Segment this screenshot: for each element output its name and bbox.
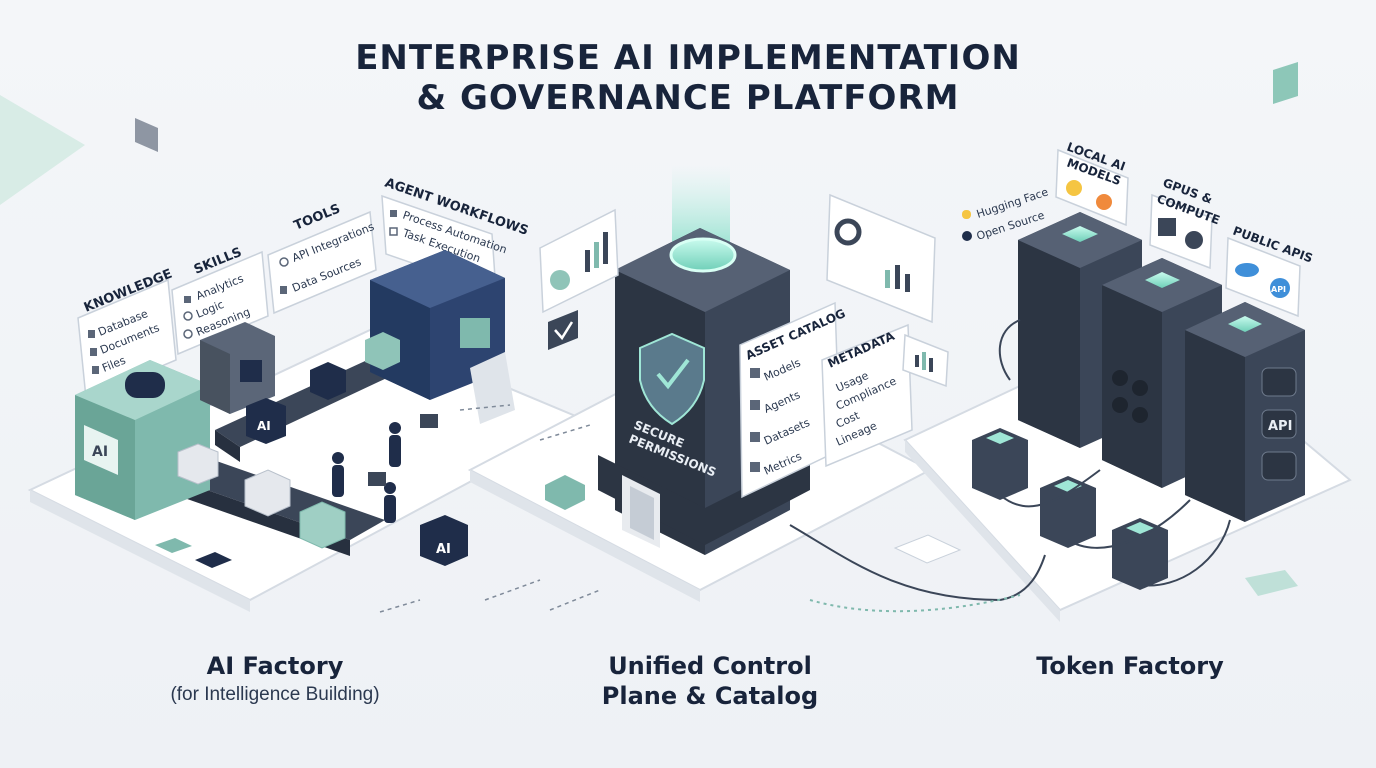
glow-pad bbox=[669, 237, 737, 273]
fan-icon bbox=[1185, 231, 1203, 249]
decor-shape bbox=[135, 118, 158, 152]
cube-item: AI AI bbox=[155, 332, 468, 568]
dataset-icon bbox=[750, 432, 760, 442]
agent-workflow-building bbox=[370, 250, 515, 424]
api-badge-label: API bbox=[1271, 285, 1286, 294]
control-plane-title-line-2: Plane & Catalog bbox=[601, 682, 819, 710]
process-icon bbox=[390, 210, 397, 217]
flow-arrows bbox=[379, 404, 601, 613]
cube-ai-label: AI bbox=[257, 419, 271, 433]
metrics-dashboard bbox=[902, 333, 949, 388]
ai-factory-subtitle: (for Intelligence Building) bbox=[170, 684, 380, 705]
token-factory-title: Token Factory bbox=[1036, 652, 1224, 680]
check-icon bbox=[656, 358, 690, 390]
lightbulb-icon bbox=[183, 311, 193, 321]
ai-factory-title: AI Factory bbox=[206, 652, 344, 680]
module-block bbox=[545, 475, 585, 510]
cloud-icon bbox=[1261, 367, 1297, 397]
public-apis-tag: PUBLIC APIS API bbox=[1225, 224, 1315, 318]
connection-cable bbox=[789, 524, 1046, 613]
tools-card: TOOLS API Integrations Data Sources bbox=[267, 202, 377, 315]
brain-icon bbox=[183, 329, 193, 339]
analytics-dashboard bbox=[539, 208, 619, 314]
check-icon bbox=[554, 321, 574, 341]
analytics-icon bbox=[184, 296, 191, 303]
platform-edge bbox=[905, 440, 1060, 622]
report-dashboard bbox=[826, 193, 936, 324]
hugging-face-icon bbox=[1066, 180, 1082, 196]
gpus-tag: GPUS & COMPUTE bbox=[1149, 176, 1222, 270]
platform-edge bbox=[30, 490, 250, 612]
file-icon bbox=[92, 366, 99, 374]
hugging-face-icon bbox=[962, 210, 971, 219]
cube-ai-label: AI bbox=[436, 542, 451, 557]
decor-shape bbox=[1273, 62, 1298, 104]
github-icon bbox=[962, 231, 972, 241]
decor-shape bbox=[0, 95, 85, 205]
control-plane-title-line-1: Unified Control bbox=[608, 652, 812, 680]
check-card bbox=[548, 310, 578, 350]
gpu-chip-icon bbox=[1158, 218, 1176, 236]
ai-box-label: AI bbox=[92, 444, 108, 460]
server-api-label: API bbox=[1268, 419, 1292, 434]
gear-icon bbox=[279, 257, 289, 267]
worker-figure bbox=[332, 414, 438, 523]
database-icon bbox=[88, 330, 95, 338]
token-factory-caption: Token Factory bbox=[990, 652, 1270, 680]
cloud-icon bbox=[1235, 263, 1259, 277]
agent-icon bbox=[750, 400, 760, 410]
title-line-2: & GOVERNANCE PLATFORM bbox=[416, 78, 960, 118]
database-icon bbox=[125, 372, 165, 398]
data-source-icon bbox=[280, 286, 287, 294]
token-unit bbox=[972, 428, 1168, 590]
ai-box-building: AI bbox=[75, 360, 210, 520]
control-plane-caption: Unified Control Plane & Catalog bbox=[560, 652, 860, 710]
processing-unit bbox=[200, 322, 275, 414]
skills-card: SKILLS Analytics Logic Reasoning bbox=[171, 245, 269, 356]
llama-icon bbox=[1096, 194, 1112, 210]
checkbox-icon bbox=[389, 227, 398, 236]
local-models-tag: LOCAL AI MODELS bbox=[1055, 140, 1129, 227]
ai-factory-caption: AI Factory (for Intelligence Building) bbox=[130, 652, 420, 706]
document-icon bbox=[90, 348, 97, 356]
title-line-1: ENTERPRISE AI IMPLEMENTATION bbox=[355, 38, 1021, 78]
openai-icon bbox=[1261, 451, 1297, 481]
platform-edge bbox=[470, 470, 700, 602]
model-icon bbox=[750, 368, 760, 378]
server-rack-api: API bbox=[1185, 302, 1305, 522]
rack-cable bbox=[998, 319, 1231, 587]
decor-shape bbox=[1245, 570, 1298, 596]
chip-block bbox=[893, 534, 962, 564]
api-badge-icon bbox=[1270, 278, 1290, 298]
metrics-icon bbox=[750, 462, 760, 472]
